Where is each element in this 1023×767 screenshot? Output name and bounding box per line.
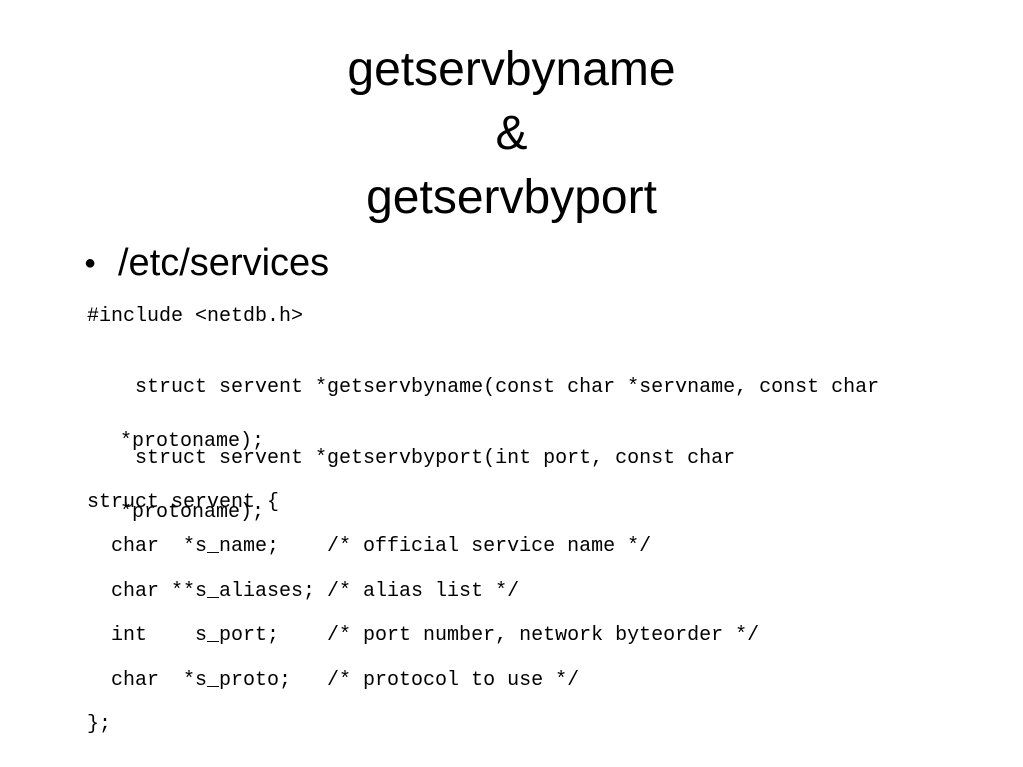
code-getservbyname-decl: struct servent *getservbyname(const char…: [87, 347, 879, 509]
code-field-s-proto: char *s_proto; /* protocol to use */: [87, 669, 580, 692]
slide-title: getservbyname & getservbyport: [0, 38, 1023, 230]
code-getservbyport-line2: *protoname);: [120, 501, 265, 524]
code-struct-open: struct servent {: [87, 491, 280, 514]
title-line-getservbyport: getservbyport: [366, 171, 657, 224]
code-field-s-aliases: char **s_aliases; /* alias list */: [87, 580, 520, 603]
bullet-text: /etc/services: [118, 242, 330, 284]
code-include: #include <netdb.h>: [87, 305, 304, 328]
code-getservbyname-line1: struct servent *getservbyname(const char…: [135, 376, 880, 399]
title-line-ampersand: &: [495, 107, 528, 160]
bullet-item: ● /etc/services: [84, 240, 329, 286]
code-getservbyport-line1: struct servent *getservbyport(int port, …: [135, 447, 736, 470]
bullet-dot-icon: ●: [84, 252, 97, 274]
code-getservbyname-line2: *protoname);: [120, 430, 265, 453]
code-struct-close: };: [87, 713, 112, 736]
title-line-getservbyname: getservbyname: [347, 43, 676, 96]
code-field-s-name: char *s_name; /* official service name *…: [87, 535, 652, 558]
code-getservbyport-decl: struct servent *getservbyport(int port, …: [87, 418, 735, 580]
code-field-s-port: int s_port; /* port number, network byte…: [87, 624, 760, 647]
